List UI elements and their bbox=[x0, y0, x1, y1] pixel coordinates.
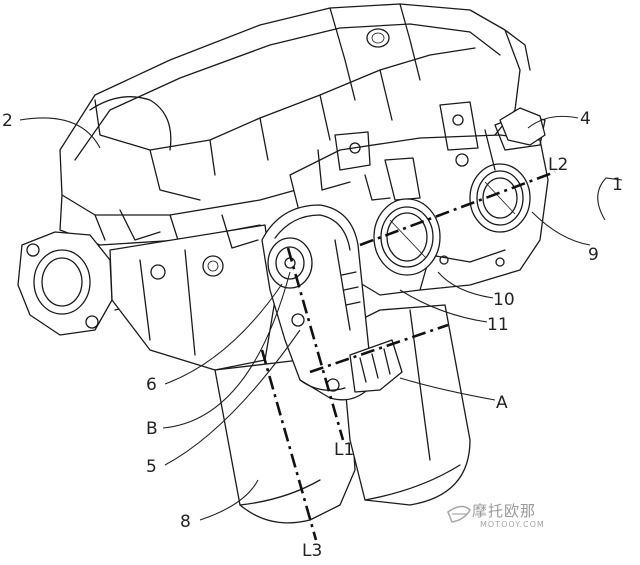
callout-l3: L3 bbox=[302, 541, 322, 561]
cylinder-head-cover bbox=[59, 3, 531, 246]
axis-l2 bbox=[359, 170, 556, 247]
throttle-bore-right bbox=[469, 163, 531, 233]
axis-l1 bbox=[286, 247, 345, 441]
throttle-bore-left bbox=[373, 198, 441, 276]
exhaust-flange-left bbox=[17, 231, 159, 336]
callout-10: 10 bbox=[493, 290, 515, 310]
callout-6: 6 bbox=[146, 375, 157, 395]
axis-a bbox=[309, 323, 449, 374]
callout-5: 5 bbox=[146, 457, 157, 477]
callout-l2: L2 bbox=[548, 155, 568, 175]
callout-labels: 1 2 4 5 6 8 9 10 11 A B L1 L2 L3 bbox=[2, 109, 623, 561]
callout-1: 1 bbox=[612, 175, 623, 195]
callout-8: 8 bbox=[180, 512, 191, 532]
callout-a: A bbox=[496, 393, 508, 413]
axis-l3 bbox=[260, 349, 318, 541]
callout-9: 9 bbox=[588, 245, 599, 265]
watermark-logo-icon bbox=[447, 505, 472, 523]
intake-runner-tubes bbox=[214, 304, 471, 524]
callout-11: 11 bbox=[487, 315, 509, 335]
leader-lines bbox=[19, 115, 623, 521]
watermark-text-cn: 摩托欧那 bbox=[472, 502, 537, 520]
injector-bracket bbox=[484, 107, 546, 171]
callout-b: B bbox=[146, 419, 158, 439]
engine-block bbox=[109, 209, 276, 371]
callout-l1: L1 bbox=[334, 440, 354, 460]
callout-2: 2 bbox=[2, 111, 13, 131]
callout-4: 4 bbox=[580, 109, 591, 129]
watermark-text-en: MOTOOY.COM bbox=[480, 520, 545, 529]
